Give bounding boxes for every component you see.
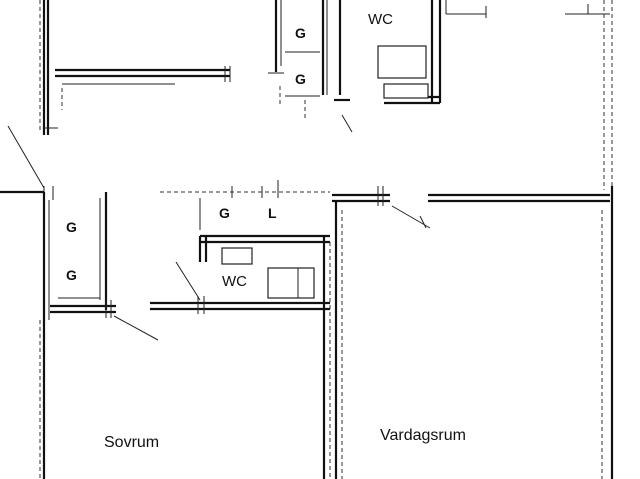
wc-toilet-lower (267, 267, 315, 299)
cabinet-label-mid-g: G (219, 205, 230, 221)
room-label-wc-upper: WC (368, 11, 393, 28)
upper-left-walls (39, 0, 231, 135)
room-label-vardagsrum: Vardagsrum (380, 427, 466, 444)
left-closet (39, 192, 159, 479)
wc-toilet-upper (377, 45, 427, 79)
cabinet-label-left-g2: G (66, 267, 77, 283)
cabinet-label-upper-g2: G (295, 71, 306, 87)
upper-right-details (565, 0, 613, 190)
upper-wc (377, 0, 487, 105)
cabinet-label-mid-l: L (268, 205, 277, 221)
room-label-sovrum: Sovrum (104, 434, 159, 451)
upper-closet (268, 0, 353, 133)
wc-sink-lower (221, 247, 253, 265)
cabinet-label-left-g1: G (66, 219, 77, 235)
right-walls (334, 186, 614, 479)
corridor-walls (0, 125, 610, 229)
lower-wc-block (150, 198, 331, 479)
room-label-wc-lower: WC (222, 273, 247, 290)
cabinet-label-upper-g1: G (295, 25, 306, 41)
